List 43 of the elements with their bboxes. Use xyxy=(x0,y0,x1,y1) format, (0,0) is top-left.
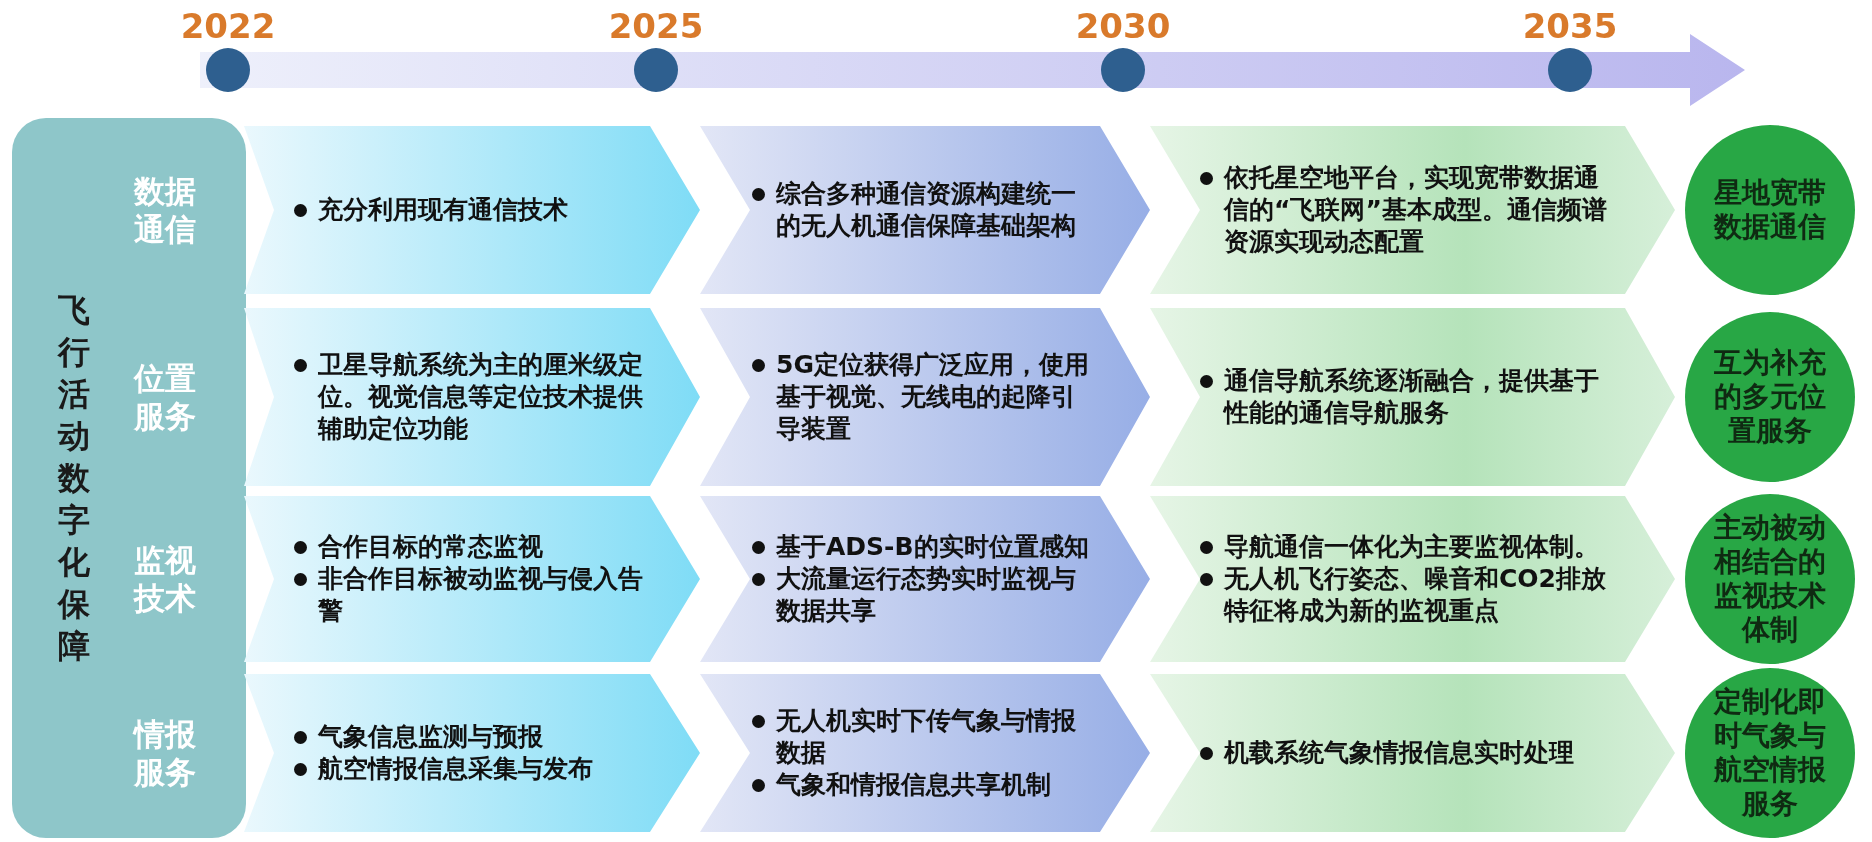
bullet-text: 大流量运行态势实时监视与数据共享 xyxy=(748,563,1098,627)
bullet-text: 无人机飞行姿态、噪音和CO2排放特征将成为新的监视重点 xyxy=(1196,563,1608,627)
stage-banner xyxy=(700,126,1150,294)
bullet-text: 综合多种通信资源构建统一的无人机通信保障基础架构 xyxy=(748,178,1098,242)
stage-banner xyxy=(1150,126,1675,294)
stage-banner xyxy=(700,496,1150,662)
goal-circle: 主动被动相结合的监视技术体制 xyxy=(1685,494,1855,664)
bullet-text: 基于ADS-B的实时位置感知 xyxy=(748,531,1098,563)
row-heading: 监视技术 xyxy=(132,541,197,617)
bullet-text: 通信导航系统逐渐融合，提供基于性能的通信导航服务 xyxy=(1196,365,1608,429)
stage-banner xyxy=(244,496,700,662)
row-heading: 数据通信 xyxy=(132,172,197,248)
category-panel xyxy=(12,118,246,838)
goal-circle: 互为补充的多元位置服务 xyxy=(1685,312,1855,482)
stage-banner xyxy=(1150,496,1675,662)
bullet-text: 无人机实时下传气象与情报数据 xyxy=(748,705,1098,769)
panel-title: 飞行活动数字化保障 xyxy=(56,290,91,667)
bullet-text: 气象信息监测与预报 xyxy=(290,721,655,753)
bullet-text: 合作目标的常态监视 xyxy=(290,531,655,563)
bullet-text: 充分利用现有通信技术 xyxy=(290,194,655,226)
stage-banner xyxy=(1150,308,1675,486)
bullet-text: 导航通信一体化为主要监视体制。 xyxy=(1196,531,1608,563)
stage-banner xyxy=(1150,674,1675,832)
year-label: 2025 xyxy=(607,6,705,46)
bullet-text: 依托星空地平台，实现宽带数据通信的“飞联网”基本成型。通信频谱资源实现动态配置 xyxy=(1196,162,1608,258)
bullet-text: 5G定位获得广泛应用，使用基于视觉、无线电的起降引导装置 xyxy=(748,349,1098,445)
year-label: 2030 xyxy=(1074,6,1172,46)
goal-circle: 定制化即时气象与航空情报服务 xyxy=(1685,668,1855,838)
row-heading: 位置服务 xyxy=(132,359,197,435)
stage-banner xyxy=(244,308,700,486)
row-heading: 情报服务 xyxy=(132,715,197,791)
bullet-text: 气象和情报信息共享机制 xyxy=(748,769,1098,801)
stage-banner xyxy=(244,674,700,832)
year-label: 2022 xyxy=(179,6,277,46)
stage-banner xyxy=(244,126,700,294)
bullet-text: 航空情报信息采集与发布 xyxy=(290,753,655,785)
bullet-text: 非合作目标被动监视与侵入告警 xyxy=(290,563,655,627)
bullet-text: 卫星导航系统为主的厘米级定位。视觉信息等定位技术提供辅助定位功能 xyxy=(290,349,655,445)
goal-circle: 星地宽带数据通信 xyxy=(1685,125,1855,295)
stage-banner xyxy=(700,308,1150,486)
year-label: 2035 xyxy=(1521,6,1619,46)
bullet-text: 机载系统气象情报信息实时处理 xyxy=(1196,737,1608,769)
stage-banner xyxy=(700,674,1150,832)
